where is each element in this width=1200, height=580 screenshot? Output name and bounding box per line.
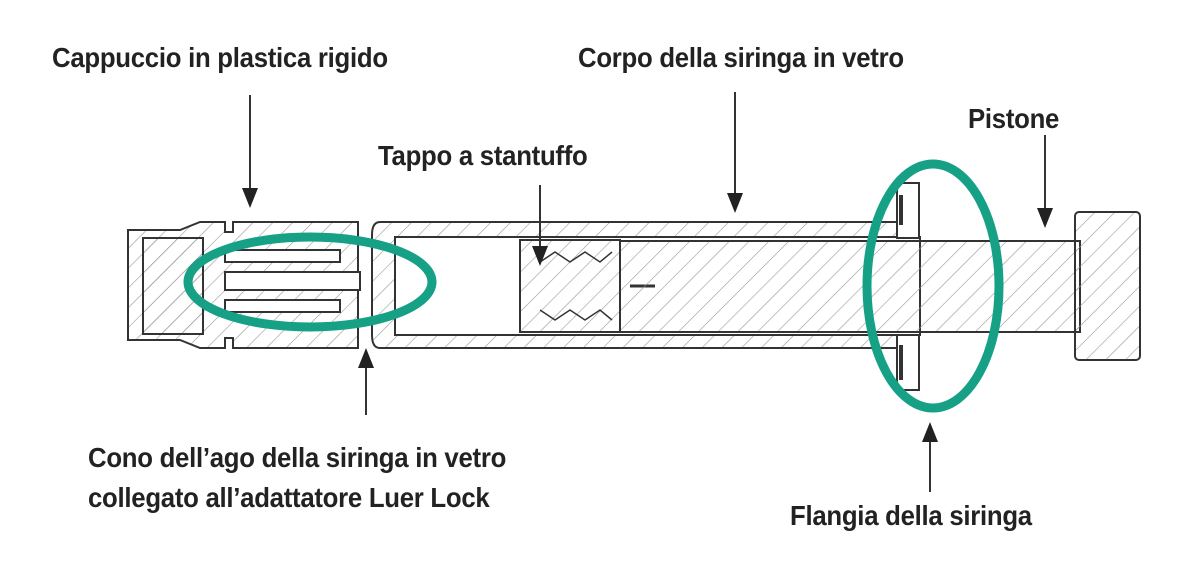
luer-lock-highlight bbox=[183, 232, 437, 332]
stopper-label: Tappo a stantuffo bbox=[378, 140, 588, 171]
flange-label: Flangia della siringa bbox=[790, 500, 1032, 531]
plunger-rod-label: Pistone bbox=[968, 103, 1060, 134]
needle-cone-label-line2: collegato all’adattatore Luer Lock bbox=[88, 482, 490, 513]
flange-shape bbox=[896, 182, 920, 391]
needle-cone-label-line1: Cono dell’ago della siringa in vetro bbox=[88, 442, 507, 473]
body-label: Corpo della siringa in vetro bbox=[578, 42, 904, 73]
flange-highlight bbox=[862, 159, 1004, 413]
cap-label: Cappuccio in plastica rigido bbox=[52, 42, 388, 73]
